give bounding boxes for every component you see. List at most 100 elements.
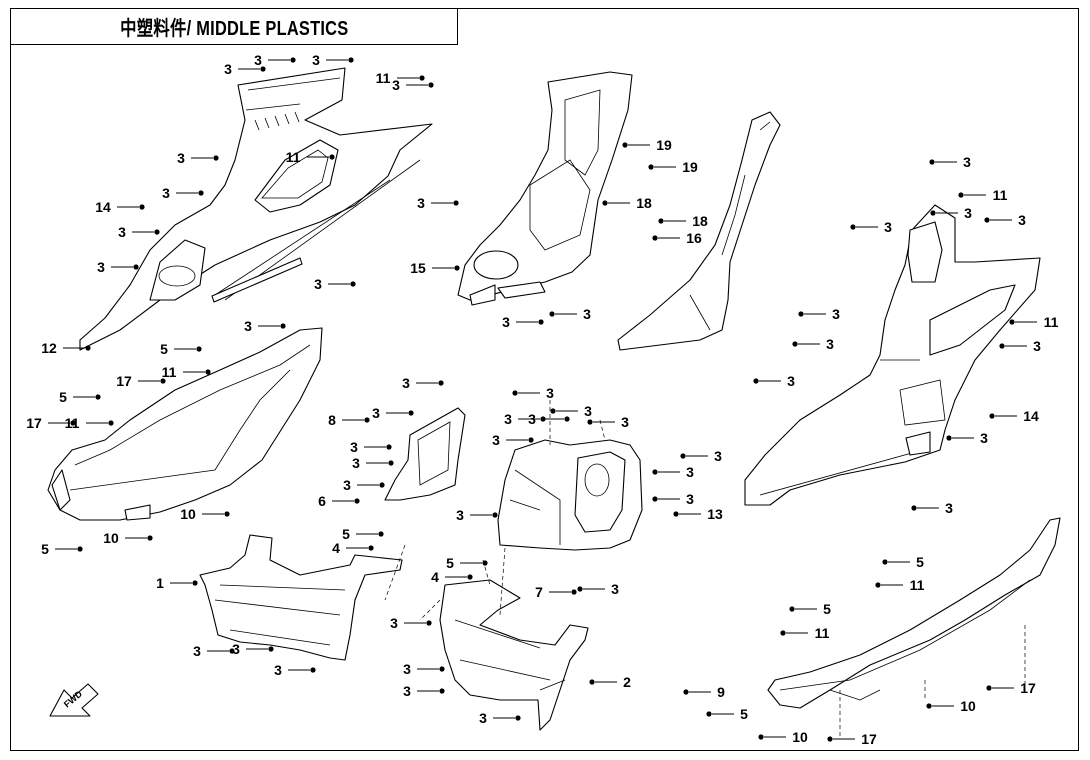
callout-3: 3 [403,661,445,677]
callout-11: 11 [958,187,1008,203]
fastener-icon [147,535,153,541]
callout-3: 3 [479,710,521,726]
fastener-icon [571,589,577,595]
callout-5: 5 [882,554,924,570]
callout-3: 3 [753,373,795,389]
callout-5: 5 [446,555,488,571]
callout-3: 3 [390,615,432,631]
callout-number: 3 [403,661,411,677]
callout-3: 3 [97,259,139,275]
fastener-icon [528,437,534,443]
fastener-icon [602,200,608,206]
callout-11: 11 [162,364,211,380]
callout-number: 7 [535,584,543,600]
callout-number: 3 [1018,212,1026,228]
callout-number: 15 [410,260,426,276]
callout-17: 17 [116,373,166,389]
part-left-side-panel [79,67,433,351]
callout-number: 3 [403,683,411,699]
fastener-icon [929,159,935,165]
callout-number: 3 [118,224,126,240]
fastener-icon [658,218,664,224]
callout-3: 3 [492,432,534,448]
callout-11: 11 [1009,314,1059,330]
callout-3: 3 [929,154,971,170]
callout-3: 3 [392,77,434,93]
fastener-icon [515,715,521,721]
callout-number: 3 [193,643,201,659]
fastener-icon [388,460,394,466]
fastener-icon [85,345,91,351]
fastener-icon [408,410,414,416]
callout-number: 3 [492,432,500,448]
fastener-icon [229,648,235,654]
part-lower-right-footwell [767,517,1061,709]
callout-12: 12 [41,340,91,356]
callout-3: 3 [402,375,444,391]
fastener-icon [192,580,198,586]
callout-number: 4 [332,540,340,556]
callout-3: 3 [798,306,840,322]
fastener-icon [77,546,83,552]
fastener-icon [589,679,595,685]
part-lower-center-bracket [439,579,589,731]
callout-number: 10 [792,729,808,745]
callout-number: 3 [224,61,232,77]
callout-number: 3 [832,306,840,322]
callout-11: 11 [780,625,830,641]
fastener-icon [798,311,804,317]
callout-number: 3 [1033,338,1041,354]
callout-number: 10 [180,506,196,522]
callout-number: 3 [97,259,105,275]
callout-number: 3 [980,430,988,446]
callout-number: 3 [244,318,252,334]
callout-number: 3 [584,403,592,419]
callout-3: 3 [577,581,619,597]
callout-3: 3 [528,411,570,427]
callout-5: 5 [706,706,748,722]
fastener-icon [213,155,219,161]
fastener-icon [379,482,385,488]
callout-3: 3 [946,430,988,446]
callout-number: 1 [156,575,164,591]
fastener-icon [260,66,266,72]
callout-number: 19 [656,137,672,153]
callout-number: 3 [343,477,351,493]
callout-18: 18 [658,213,708,229]
callout-11: 11 [875,577,925,593]
callout-3: 3 [177,150,219,166]
fastener-icon [587,419,593,425]
callout-number: 3 [502,314,510,330]
fastener-icon [652,469,658,475]
fastener-icon [564,416,570,422]
callout-14: 14 [95,199,145,215]
callout-3: 3 [587,414,629,430]
callout-number: 3 [621,414,629,430]
callout-number: 12 [41,340,57,356]
callout-number: 3 [945,500,953,516]
callout-3: 3 [314,276,356,292]
callout-14: 14 [989,408,1039,424]
callout-5: 5 [789,601,831,617]
fastener-icon [290,57,296,63]
fastener-icon [196,346,202,352]
callout-number: 17 [861,731,877,747]
callout-1: 1 [156,575,198,591]
callout-3: 3 [244,318,286,334]
callout-number: 3 [611,581,619,597]
fastener-icon [999,343,1005,349]
callout-number: 3 [504,411,512,427]
callout-number: 11 [286,149,301,165]
fastener-icon [652,496,658,502]
assembly-guide-lines [384,400,1026,738]
fastener-icon [758,734,764,740]
callout-3: 3 [999,338,1041,354]
fastener-icon [139,204,145,210]
callout-3: 3 [403,683,445,699]
callout-7: 7 [535,584,577,600]
callout-number: 11 [993,187,1008,203]
fastener-icon [426,620,432,626]
callout-17: 17 [26,415,76,431]
fastener-icon [882,559,888,565]
callout-number: 11 [815,625,830,641]
